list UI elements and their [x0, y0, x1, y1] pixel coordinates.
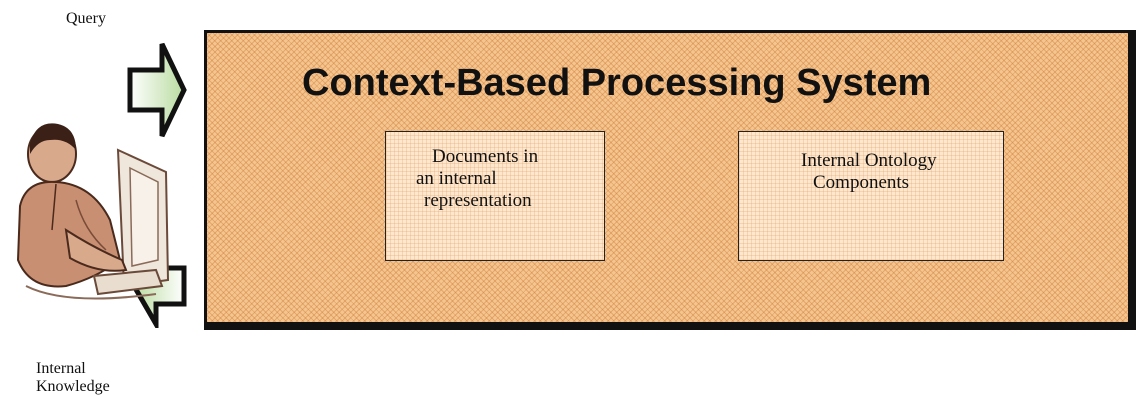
- internal-knowledge-label: Internal Knowledge: [36, 360, 156, 396]
- query-label: Query: [66, 10, 106, 27]
- arrow-right-icon: [127, 42, 187, 138]
- system-title: Context-Based Processing System: [302, 62, 932, 104]
- documents-box: Documents in an internal representation: [385, 131, 605, 261]
- knowledge-line-2: Knowledge: [36, 378, 110, 395]
- person-at-computer-icon: [16, 123, 170, 300]
- ontology-box: Internal Ontology Components: [738, 131, 1004, 261]
- documents-line-1: Documents in: [432, 146, 539, 167]
- ontology-line-2: Components: [813, 172, 910, 193]
- ontology-line-1: Internal Ontology: [801, 150, 937, 171]
- knowledge-line-1: Internal: [36, 360, 86, 377]
- documents-line-3: representation: [424, 190, 532, 211]
- documents-line-2: an internal: [416, 168, 497, 189]
